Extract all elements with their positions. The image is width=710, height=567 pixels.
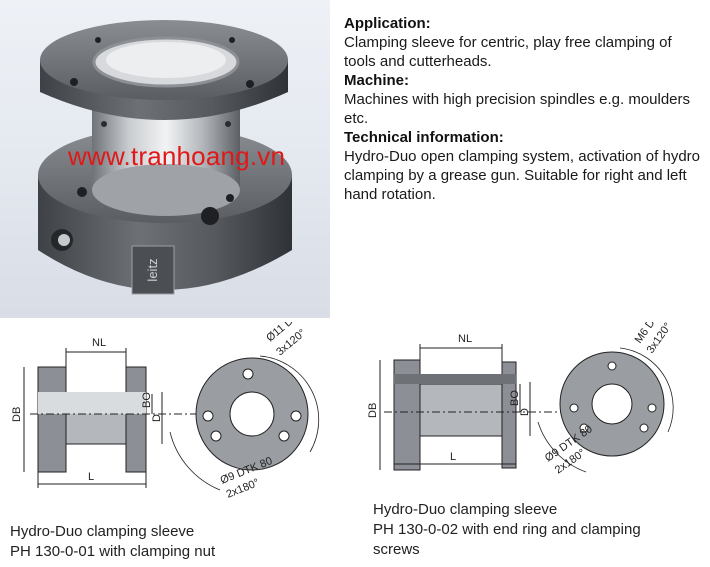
body-hole (77, 187, 87, 197)
drawing-ph130-0-02: NL DB BO D L M6 DTK 75 3x120° Ø9 DTK 80 … (367, 322, 674, 476)
front-hole (639, 423, 649, 433)
flange-hole (70, 78, 78, 86)
flange-hole (95, 37, 101, 43)
watermark-url: www.tranhoang.vn (68, 141, 286, 171)
pitch-arc-bottom (169, 431, 221, 491)
technical-text: Hydro-Duo open clamping system, activati… (344, 148, 701, 203)
label-d: D (151, 414, 163, 422)
front-hole (607, 361, 617, 371)
front-view-bore (229, 391, 275, 437)
label-db: DB (367, 403, 379, 418)
label-l: L (450, 451, 456, 463)
front-hole (647, 403, 657, 413)
grease-nipple (58, 234, 70, 246)
left-bore (38, 392, 146, 414)
pitch-arc-bottom (537, 421, 587, 473)
label-db: DB (11, 407, 23, 422)
pitch-arc-top (259, 355, 320, 453)
front-hole (210, 430, 222, 442)
machine-text: Machines with high precision spindles e.… (344, 91, 691, 127)
label-nl: NL (92, 337, 106, 349)
caption-right-line1: Hydro-Duo clamping sleeve (373, 501, 558, 518)
label-bo: BO (141, 392, 153, 408)
body-hole (226, 194, 234, 202)
front-hole (569, 403, 579, 413)
brand-mark: leitz (145, 258, 160, 281)
caption-left: Hydro-Duo clamping sleeve PH 130-0-01 wi… (10, 522, 215, 562)
body-hole (201, 207, 219, 225)
caption-left-line1: Hydro-Duo clamping sleeve (10, 523, 195, 540)
technical-heading: Technical information: (344, 129, 504, 146)
caption-left-line2: PH 130-0-01 with clamping nut (10, 543, 216, 560)
label-l: L (88, 471, 94, 483)
drawing-ph130-0-01: NL DB BO D L Ø11 DTK 75 3x120° Ø9 DTK 80… (11, 322, 320, 501)
caption-right-line3: screws (373, 541, 420, 558)
caption-right: Hydro-Duo clamping sleeve PH 130-0-02 wi… (373, 500, 641, 560)
flange-hole (229, 37, 235, 43)
front-hole (579, 423, 589, 433)
front-hole (202, 410, 214, 422)
front-view-bore (591, 383, 633, 425)
application-text: Clamping sleeve for centric, play free c… (344, 34, 672, 70)
product-info: Application: Clamping sleeve for centric… (344, 14, 706, 204)
front-hole (290, 410, 302, 422)
flange-hole (246, 80, 254, 88)
brand-plate (131, 245, 175, 295)
shaft-hole (225, 121, 231, 127)
left-flange (37, 366, 67, 473)
shaft-hole (101, 121, 107, 127)
application-heading: Application: (344, 15, 431, 32)
right-end-ring (501, 361, 517, 469)
top-bore-inner (106, 42, 226, 78)
screw-line (394, 374, 516, 384)
clamping-sleeve-illustration: leitz (38, 20, 292, 295)
right-shaft (419, 383, 503, 437)
front-hole (242, 368, 254, 380)
product-photo: leitz www.tranhoang.vn (0, 0, 330, 318)
label-d: D (519, 408, 531, 416)
label-bo: BO (509, 390, 521, 406)
shaft-base (92, 164, 240, 216)
front-hole (278, 430, 290, 442)
machine-heading: Machine: (344, 72, 410, 89)
pitch-arc-top (619, 347, 674, 433)
label-nl: NL (458, 333, 472, 345)
left-end-flange (125, 366, 147, 473)
caption-right-line2: PH 130-0-02 with end ring and clamping (373, 521, 641, 538)
